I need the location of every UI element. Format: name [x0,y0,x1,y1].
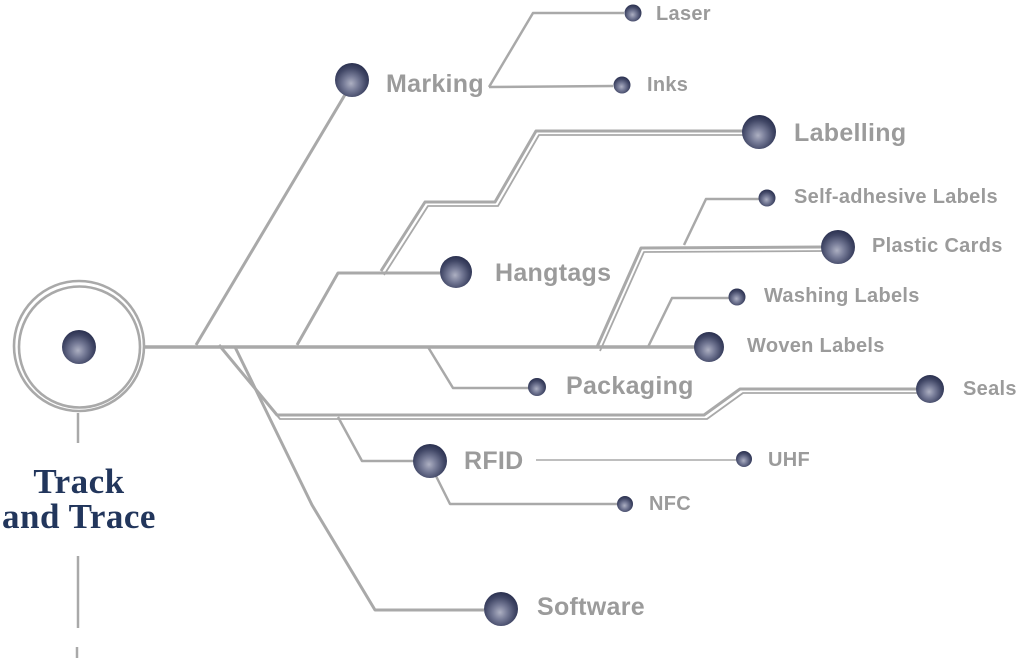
seals-node[interactable] [916,375,944,403]
washing-labels-node[interactable] [728,288,746,306]
nfc-node[interactable] [617,496,633,512]
node-spheres [335,4,944,626]
plastic-cards-node[interactable] [821,230,855,264]
washing-labels-label[interactable]: Washing Labels [764,285,920,307]
edge-marking-laser [487,11,624,88]
root-label-line-2: and Trace [2,497,156,536]
plastic-cards-label[interactable]: Plastic Cards [872,235,1003,257]
hub-ring-1 [12,279,146,413]
packaging-label[interactable]: Packaging [566,372,694,400]
root-label: Track and Trace [2,462,156,536]
packaging-node[interactable] [528,378,546,396]
marking-node[interactable] [335,63,369,97]
hangtags-label[interactable]: Hangtags [495,259,611,287]
woven-labels-label[interactable]: Woven Labels [747,335,885,357]
hub-ring-2 [17,285,142,409]
hub-core-sphere [62,330,96,364]
edge-rfid [336,416,414,463]
marking-label[interactable]: Marking [386,70,484,98]
edge-plastic-cards-parallel [599,250,826,352]
inks-node[interactable] [613,76,631,94]
inks-label[interactable]: Inks [647,74,688,96]
rfid-node[interactable] [413,444,447,478]
edge-plastic-cards [595,245,823,348]
laser-node[interactable] [624,4,642,22]
rfid-label[interactable]: RFID [464,447,524,475]
root-label-line-1: Track [33,462,124,501]
labelling-label[interactable]: Labelling [794,119,906,147]
software-label[interactable]: Software [537,593,645,621]
labelling-node[interactable] [742,115,776,149]
edge-hangtags [295,271,440,346]
laser-label[interactable]: Laser [656,3,711,25]
edge-marking [194,92,348,346]
edge-self-adhesive [682,197,759,246]
edge-seals-parallel [221,348,919,420]
seals-label[interactable]: Seals [963,378,1017,400]
edge-lines [75,11,919,658]
woven-labels-node[interactable] [694,332,724,362]
edge-labelling-parallel [383,134,746,276]
edge-marking-inks [488,84,614,89]
nfc-label[interactable]: NFC [649,493,691,515]
hangtags-node[interactable] [440,256,472,288]
edge-labelling [379,129,743,272]
edge-washing-labels [646,296,729,348]
edge-packaging [426,346,529,390]
self-adhesive-label[interactable]: Self-adhesive Labels [794,186,998,208]
edge-software [233,346,484,612]
software-node[interactable] [484,592,518,626]
hub-rings [12,279,146,413]
uhf-label[interactable]: UHF [768,449,810,471]
edge-rfid-nfc [434,475,617,506]
self-adhesive-node[interactable] [758,189,776,207]
uhf-node[interactable] [736,451,752,467]
